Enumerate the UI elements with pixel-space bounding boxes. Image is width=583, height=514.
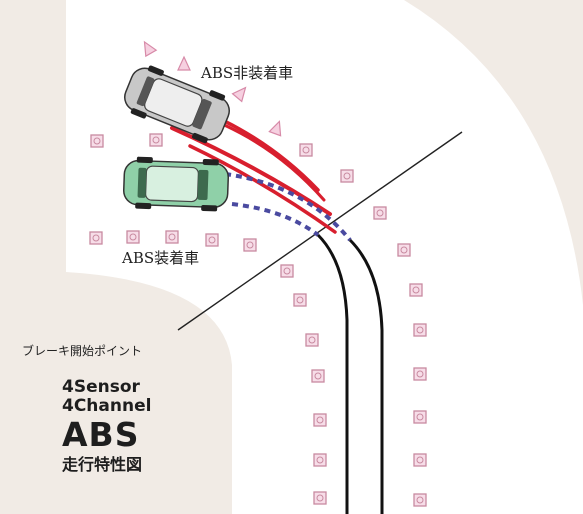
pylon-marker: [413, 367, 427, 381]
label-abs-off: ABS非装着車: [200, 64, 293, 82]
pylon-marker: [205, 233, 219, 247]
pylon-marker-dot: [129, 233, 137, 241]
pylon-marker-dot: [296, 296, 304, 304]
abs-braking-paths: [224, 172, 352, 242]
pylon-marker: [409, 283, 423, 297]
pylon-marker: [165, 230, 179, 244]
pylon-marker: [313, 413, 327, 427]
pylon-marker: [313, 453, 327, 467]
pylon-marker: [299, 143, 313, 157]
pylon-marker-dot: [416, 456, 424, 464]
pylon-marker: [313, 491, 327, 505]
pylon-marker-dot: [92, 234, 100, 242]
pylon-marker: [243, 238, 257, 252]
label-brake-start: ブレーキ開始ポイント: [22, 343, 142, 358]
car-abs: [122, 156, 230, 212]
pylon-marker: [90, 134, 104, 148]
pylon-marker: [293, 293, 307, 307]
pylon-marker: [413, 410, 427, 424]
pylon-marker: [89, 231, 103, 245]
cone-marker: [231, 86, 247, 103]
pylon-marker-dot: [93, 137, 101, 145]
pylon-marker-dot: [302, 146, 310, 154]
pylon-marker-dot: [400, 246, 408, 254]
pylon-marker-dot: [152, 136, 160, 144]
title-line-4: 走行特性図: [62, 455, 143, 474]
pylon-marker-dot: [376, 209, 384, 217]
pylon-marker-dot: [308, 336, 316, 344]
pylon-marker-dot: [416, 326, 424, 334]
car-non-abs: [124, 65, 230, 144]
pylon-marker: [126, 230, 140, 244]
title-line-1: 4Sensor: [62, 377, 140, 397]
label-abs-on: ABS装着車: [121, 249, 199, 267]
pylon-marker: [413, 323, 427, 337]
title-line-3: ABS: [62, 415, 140, 454]
pylon-marker-dot: [316, 494, 324, 502]
pylon-marker-dot: [416, 413, 424, 421]
pylon-marker: [311, 369, 325, 383]
pylon-marker-dot: [314, 372, 322, 380]
pylon-marker: [373, 206, 387, 220]
pylon-marker: [149, 133, 163, 147]
pylon-marker-dot: [316, 416, 324, 424]
pylon-marker-dot: [416, 496, 424, 504]
pylon-marker: [305, 333, 319, 347]
pylon-marker-dot: [283, 267, 291, 275]
pylon-marker-dot: [316, 456, 324, 464]
pylon-marker-dot: [412, 286, 420, 294]
pylon-marker-dot: [246, 241, 254, 249]
cone-marker: [177, 55, 191, 71]
pylon-marker: [280, 264, 294, 278]
cone-marker: [268, 120, 282, 137]
pylon-marker: [397, 243, 411, 257]
wheel-tracks: [316, 233, 384, 514]
pylon-marker-dot: [168, 233, 176, 241]
brake-start-line: [177, 131, 463, 331]
cone-markers: [143, 40, 282, 137]
pylon-marker-dot: [208, 236, 216, 244]
diagram-title: 4Sensor 4Channel ABS 走行特性図: [62, 378, 151, 476]
title-line-2: 4Channel: [62, 396, 152, 416]
pylon-marker: [340, 169, 354, 183]
cone-marker: [143, 40, 158, 58]
pylon-marker-dot: [343, 172, 351, 180]
pylon-markers: [89, 133, 427, 507]
pylon-marker: [413, 453, 427, 467]
pylon-marker-dot: [416, 370, 424, 378]
pylon-marker: [413, 493, 427, 507]
